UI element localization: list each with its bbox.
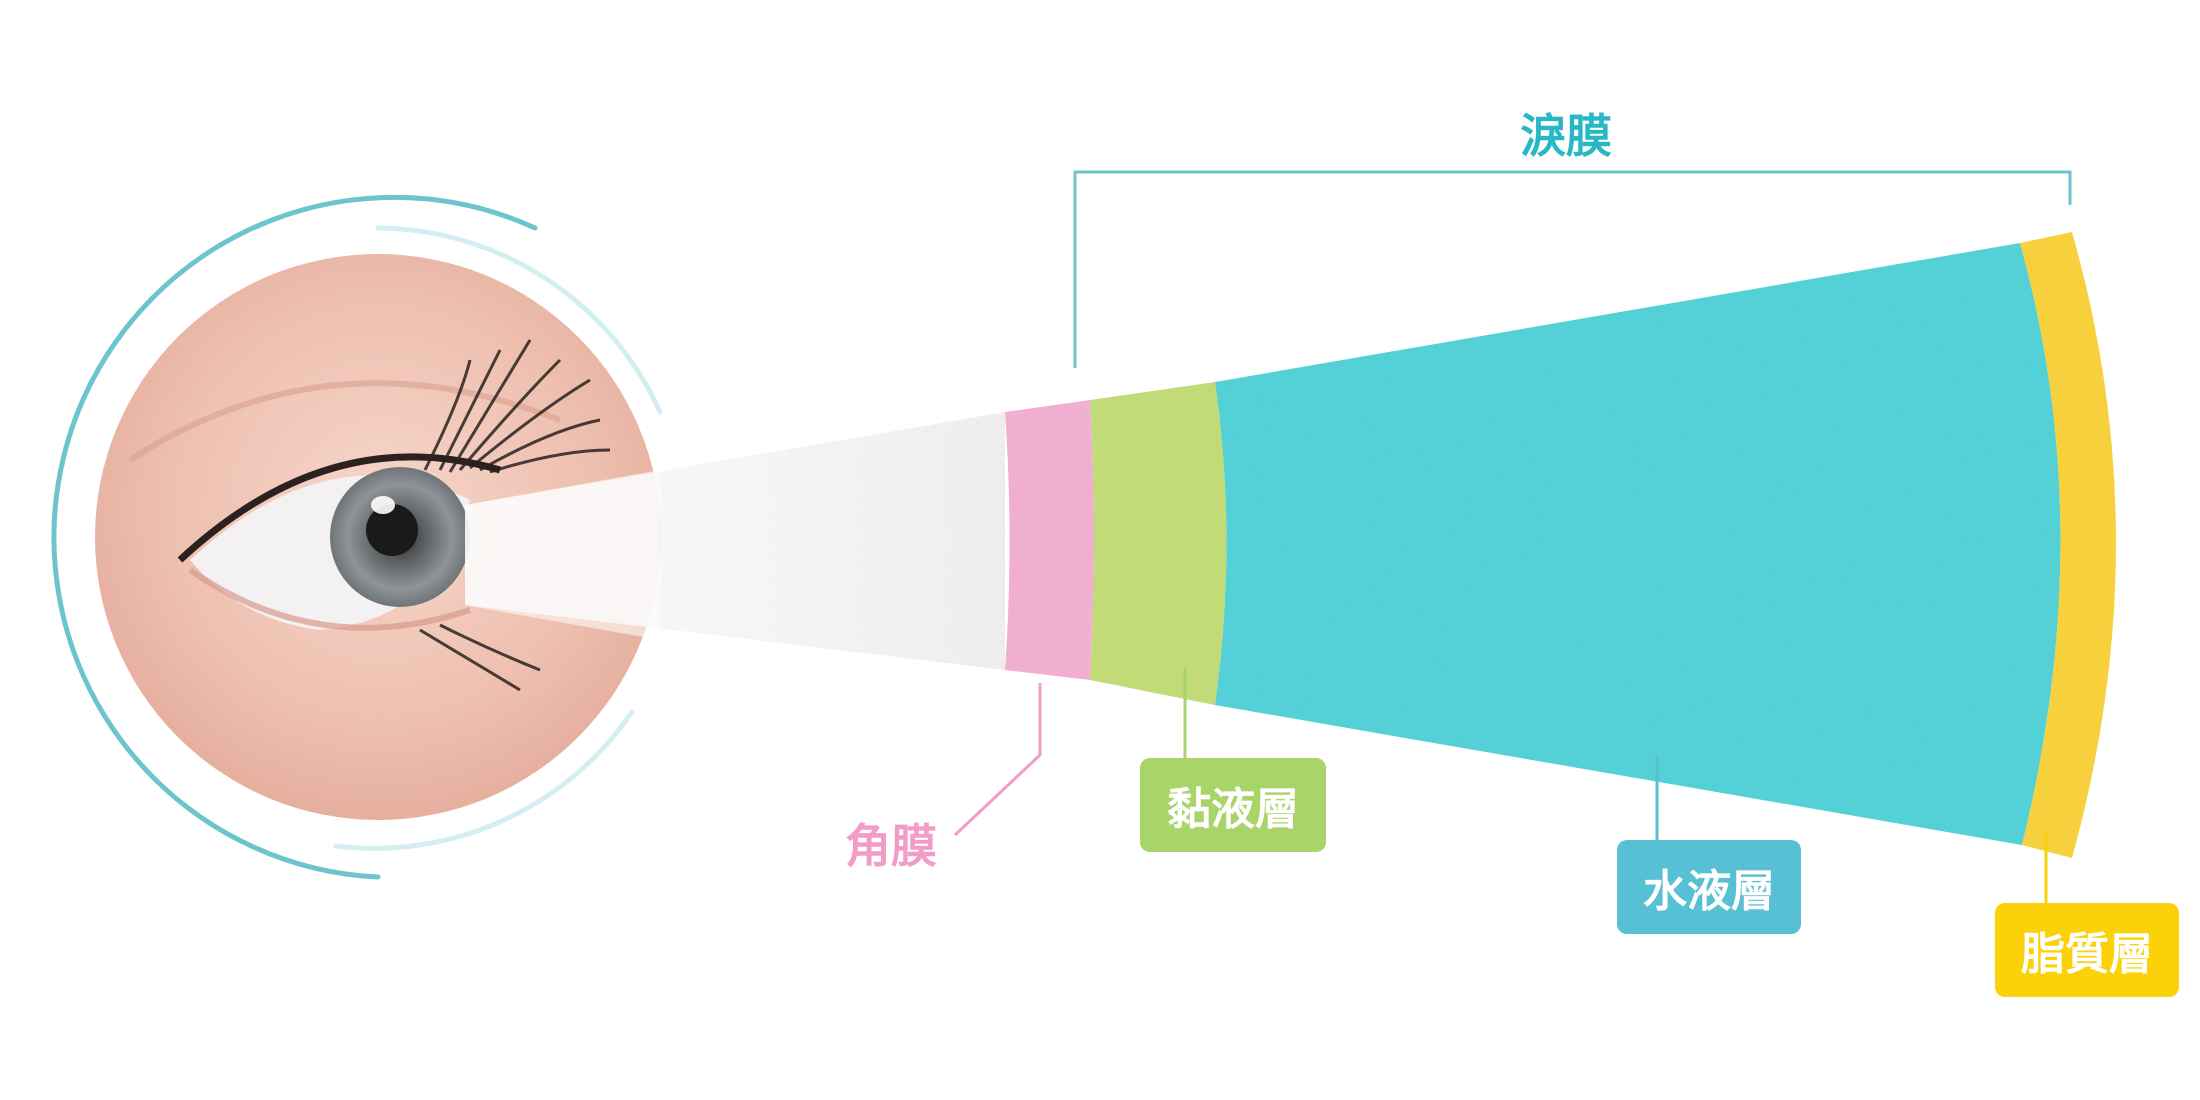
cornea-leader (953, 683, 1042, 837)
tear-film-label: 淚膜 (1520, 109, 1612, 163)
light-beam-tip (465, 470, 660, 640)
aqueous-layer-tag: 水液層 (1617, 840, 1801, 934)
mucin-band (1090, 382, 1227, 705)
cornea-label: 角膜 (845, 819, 937, 873)
outer-arc-right-top (375, 225, 663, 415)
mucin-layer-tag: 黏液層 (1140, 758, 1326, 852)
outer-arc-right-bottom (333, 709, 635, 851)
aqueous-band (1215, 243, 2061, 845)
cornea-band (1005, 400, 1094, 680)
tear-film-bracket (1073, 170, 2072, 368)
lipid-layer-tag: 脂質層 (1995, 903, 2179, 997)
lipid-band (2020, 232, 2116, 858)
outer-arc-left (51, 194, 538, 880)
